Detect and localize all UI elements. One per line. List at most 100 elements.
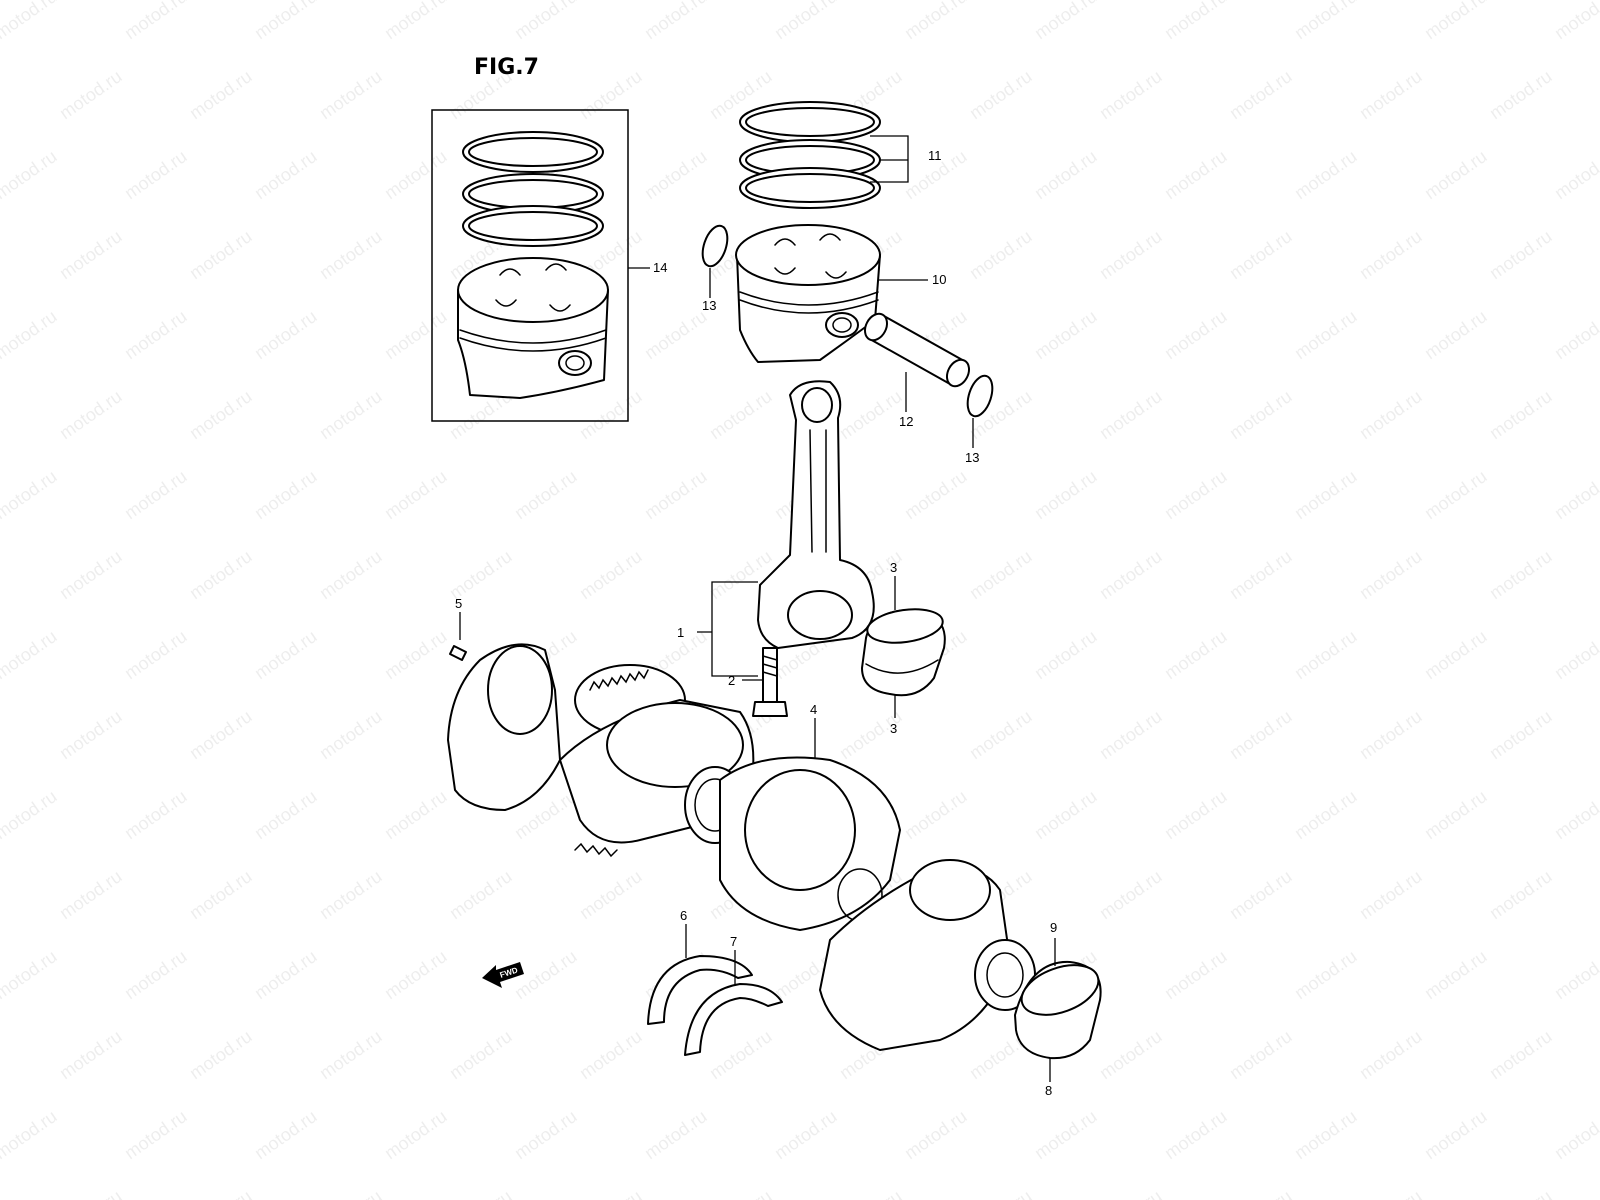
watermark-text: motod.ru — [901, 0, 971, 43]
watermark-text: motod.ru — [56, 66, 126, 123]
callout-3-top: 3 — [890, 560, 897, 575]
watermark-text: motod.ru — [1291, 466, 1361, 523]
callout-6: 6 — [680, 908, 687, 923]
watermark-text: motod.ru — [1356, 1026, 1426, 1083]
watermark-text: motod.ru — [576, 866, 646, 923]
callout-13-left: 13 — [702, 298, 716, 313]
watermark-text: motod.ru — [706, 386, 776, 443]
watermark-text: motod.ru — [836, 1186, 906, 1200]
watermark-text: motod.ru — [316, 1186, 386, 1200]
piston-set-box — [431, 109, 629, 422]
watermark-text: motod.ru — [1031, 466, 1101, 523]
conrod-bolt — [752, 647, 788, 717]
watermark-text: motod.ru — [1031, 786, 1101, 843]
watermark-text: motod.ru — [316, 226, 386, 283]
watermark-text: motod.ru — [641, 0, 711, 43]
watermark-text: motod.ru — [56, 866, 126, 923]
watermark-text: motod.ru — [1291, 306, 1361, 363]
watermark-text: motod.ru — [1551, 306, 1600, 363]
watermark-text: motod.ru — [1421, 1106, 1491, 1163]
callout-13-right: 13 — [965, 450, 979, 465]
watermark-text: motod.ru — [1096, 1186, 1166, 1200]
watermark-text: motod.ru — [56, 706, 126, 763]
watermark-text: motod.ru — [641, 466, 711, 523]
watermark-text: motod.ru — [1161, 0, 1231, 43]
watermark-text: motod.ru — [121, 1106, 191, 1163]
watermark-text: motod.ru — [381, 0, 451, 43]
watermark-text: motod.ru — [1161, 786, 1231, 843]
watermark-text: motod.ru — [121, 466, 191, 523]
watermark-text: motod.ru — [381, 626, 451, 683]
watermark-text: motod.ru — [446, 866, 516, 923]
watermark-text: motod.ru — [511, 1106, 581, 1163]
watermark-text: motod.ru — [1161, 1106, 1231, 1163]
watermark-text: motod.ru — [1421, 466, 1491, 523]
watermark-text: motod.ru — [0, 626, 60, 683]
watermark-text: motod.ru — [1356, 546, 1426, 603]
watermark-text: motod.ru — [251, 466, 321, 523]
watermark-text: motod.ru — [966, 546, 1036, 603]
watermark-text: motod.ru — [901, 1106, 971, 1163]
watermark-text: motod.ru — [121, 146, 191, 203]
watermark-text: motod.ru — [121, 626, 191, 683]
watermark-text: motod.ru — [1031, 626, 1101, 683]
watermark-text: motod.ru — [316, 386, 386, 443]
watermark-text: motod.ru — [1096, 1026, 1166, 1083]
watermark-text: motod.ru — [1096, 66, 1166, 123]
watermark-text: motod.ru — [381, 146, 451, 203]
crankshaft — [447, 643, 1036, 1051]
watermark-text: motod.ru — [1096, 386, 1166, 443]
watermark-text: motod.ru — [1226, 1026, 1296, 1083]
watermark-text: motod.ru — [1421, 626, 1491, 683]
watermark-text: motod.ru — [316, 866, 386, 923]
watermark-text: motod.ru — [901, 786, 971, 843]
watermark-text: motod.ru — [576, 386, 646, 443]
watermark-text: motod.ru — [186, 226, 256, 283]
watermark-text: motod.ru — [0, 0, 60, 43]
watermark-text: motod.ru — [1486, 706, 1556, 763]
watermark-text: motod.ru — [251, 146, 321, 203]
watermark-text: motod.ru — [1356, 226, 1426, 283]
watermark-text: motod.ru — [446, 546, 516, 603]
watermark-text: motod.ru — [186, 66, 256, 123]
watermark-text: motod.ru — [836, 386, 906, 443]
watermark-text: motod.ru — [1486, 1186, 1556, 1200]
watermark-text: motod.ru — [771, 1106, 841, 1163]
watermark-text: motod.ru — [121, 946, 191, 1003]
watermark-text: motod.ru — [1356, 1186, 1426, 1200]
callout-2: 2 — [728, 673, 735, 688]
callout-5: 5 — [455, 596, 462, 611]
watermark-text: motod.ru — [641, 306, 711, 363]
watermark-text: motod.ru — [1551, 466, 1600, 523]
watermark-text: motod.ru — [576, 1026, 646, 1083]
watermark-text: motod.ru — [316, 66, 386, 123]
watermark-text: motod.ru — [641, 1106, 711, 1163]
piston-pin — [863, 312, 971, 388]
watermark-text: motod.ru — [1291, 146, 1361, 203]
watermark-text: motod.ru — [1421, 0, 1491, 43]
watermark-text: motod.ru — [251, 786, 321, 843]
watermark-text: motod.ru — [121, 306, 191, 363]
watermark-text: motod.ru — [0, 1106, 60, 1163]
watermark-text: motod.ru — [186, 866, 256, 923]
watermark-text: motod.ru — [1096, 866, 1166, 923]
watermark-text: motod.ru — [56, 386, 126, 443]
watermark-text: motod.ru — [1096, 706, 1166, 763]
watermark-text: motod.ru — [511, 466, 581, 523]
callout-7: 7 — [730, 934, 737, 949]
callout-8: 8 — [1045, 1083, 1052, 1098]
watermark-text: motod.ru — [706, 1026, 776, 1083]
watermark-text: motod.ru — [1226, 386, 1296, 443]
connecting-rod — [757, 380, 875, 649]
main-bearing-upper — [647, 955, 753, 1025]
callout-11: 11 — [928, 148, 942, 163]
watermark-text: motod.ru — [576, 1186, 646, 1200]
watermark-text: motod.ru — [1421, 306, 1491, 363]
watermark-text: motod.ru — [1291, 946, 1361, 1003]
watermark-text: motod.ru — [1291, 626, 1361, 683]
watermark-text: motod.ru — [381, 946, 451, 1003]
watermark-text: motod.ru — [1031, 0, 1101, 43]
watermark-text: motod.ru — [251, 626, 321, 683]
callout-4: 4 — [810, 702, 817, 717]
